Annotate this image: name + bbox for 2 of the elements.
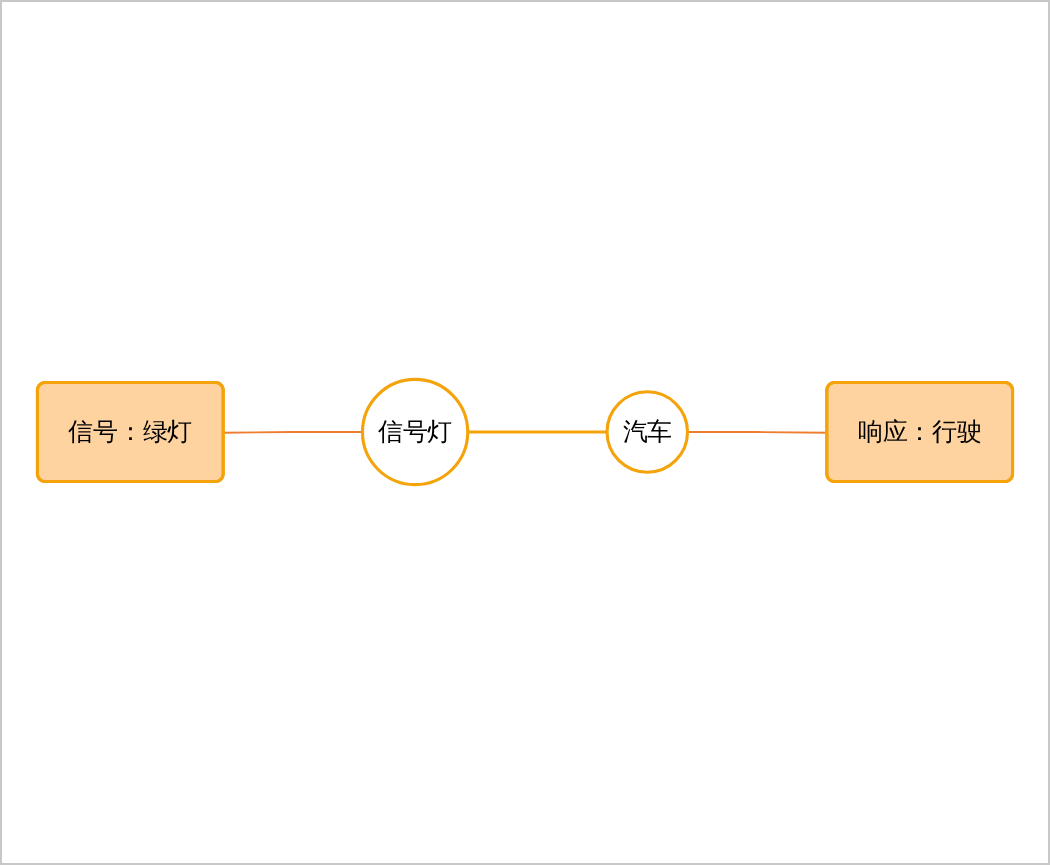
node-circle: 信号灯 (360, 378, 470, 487)
node-circle: 汽车 (605, 390, 690, 475)
